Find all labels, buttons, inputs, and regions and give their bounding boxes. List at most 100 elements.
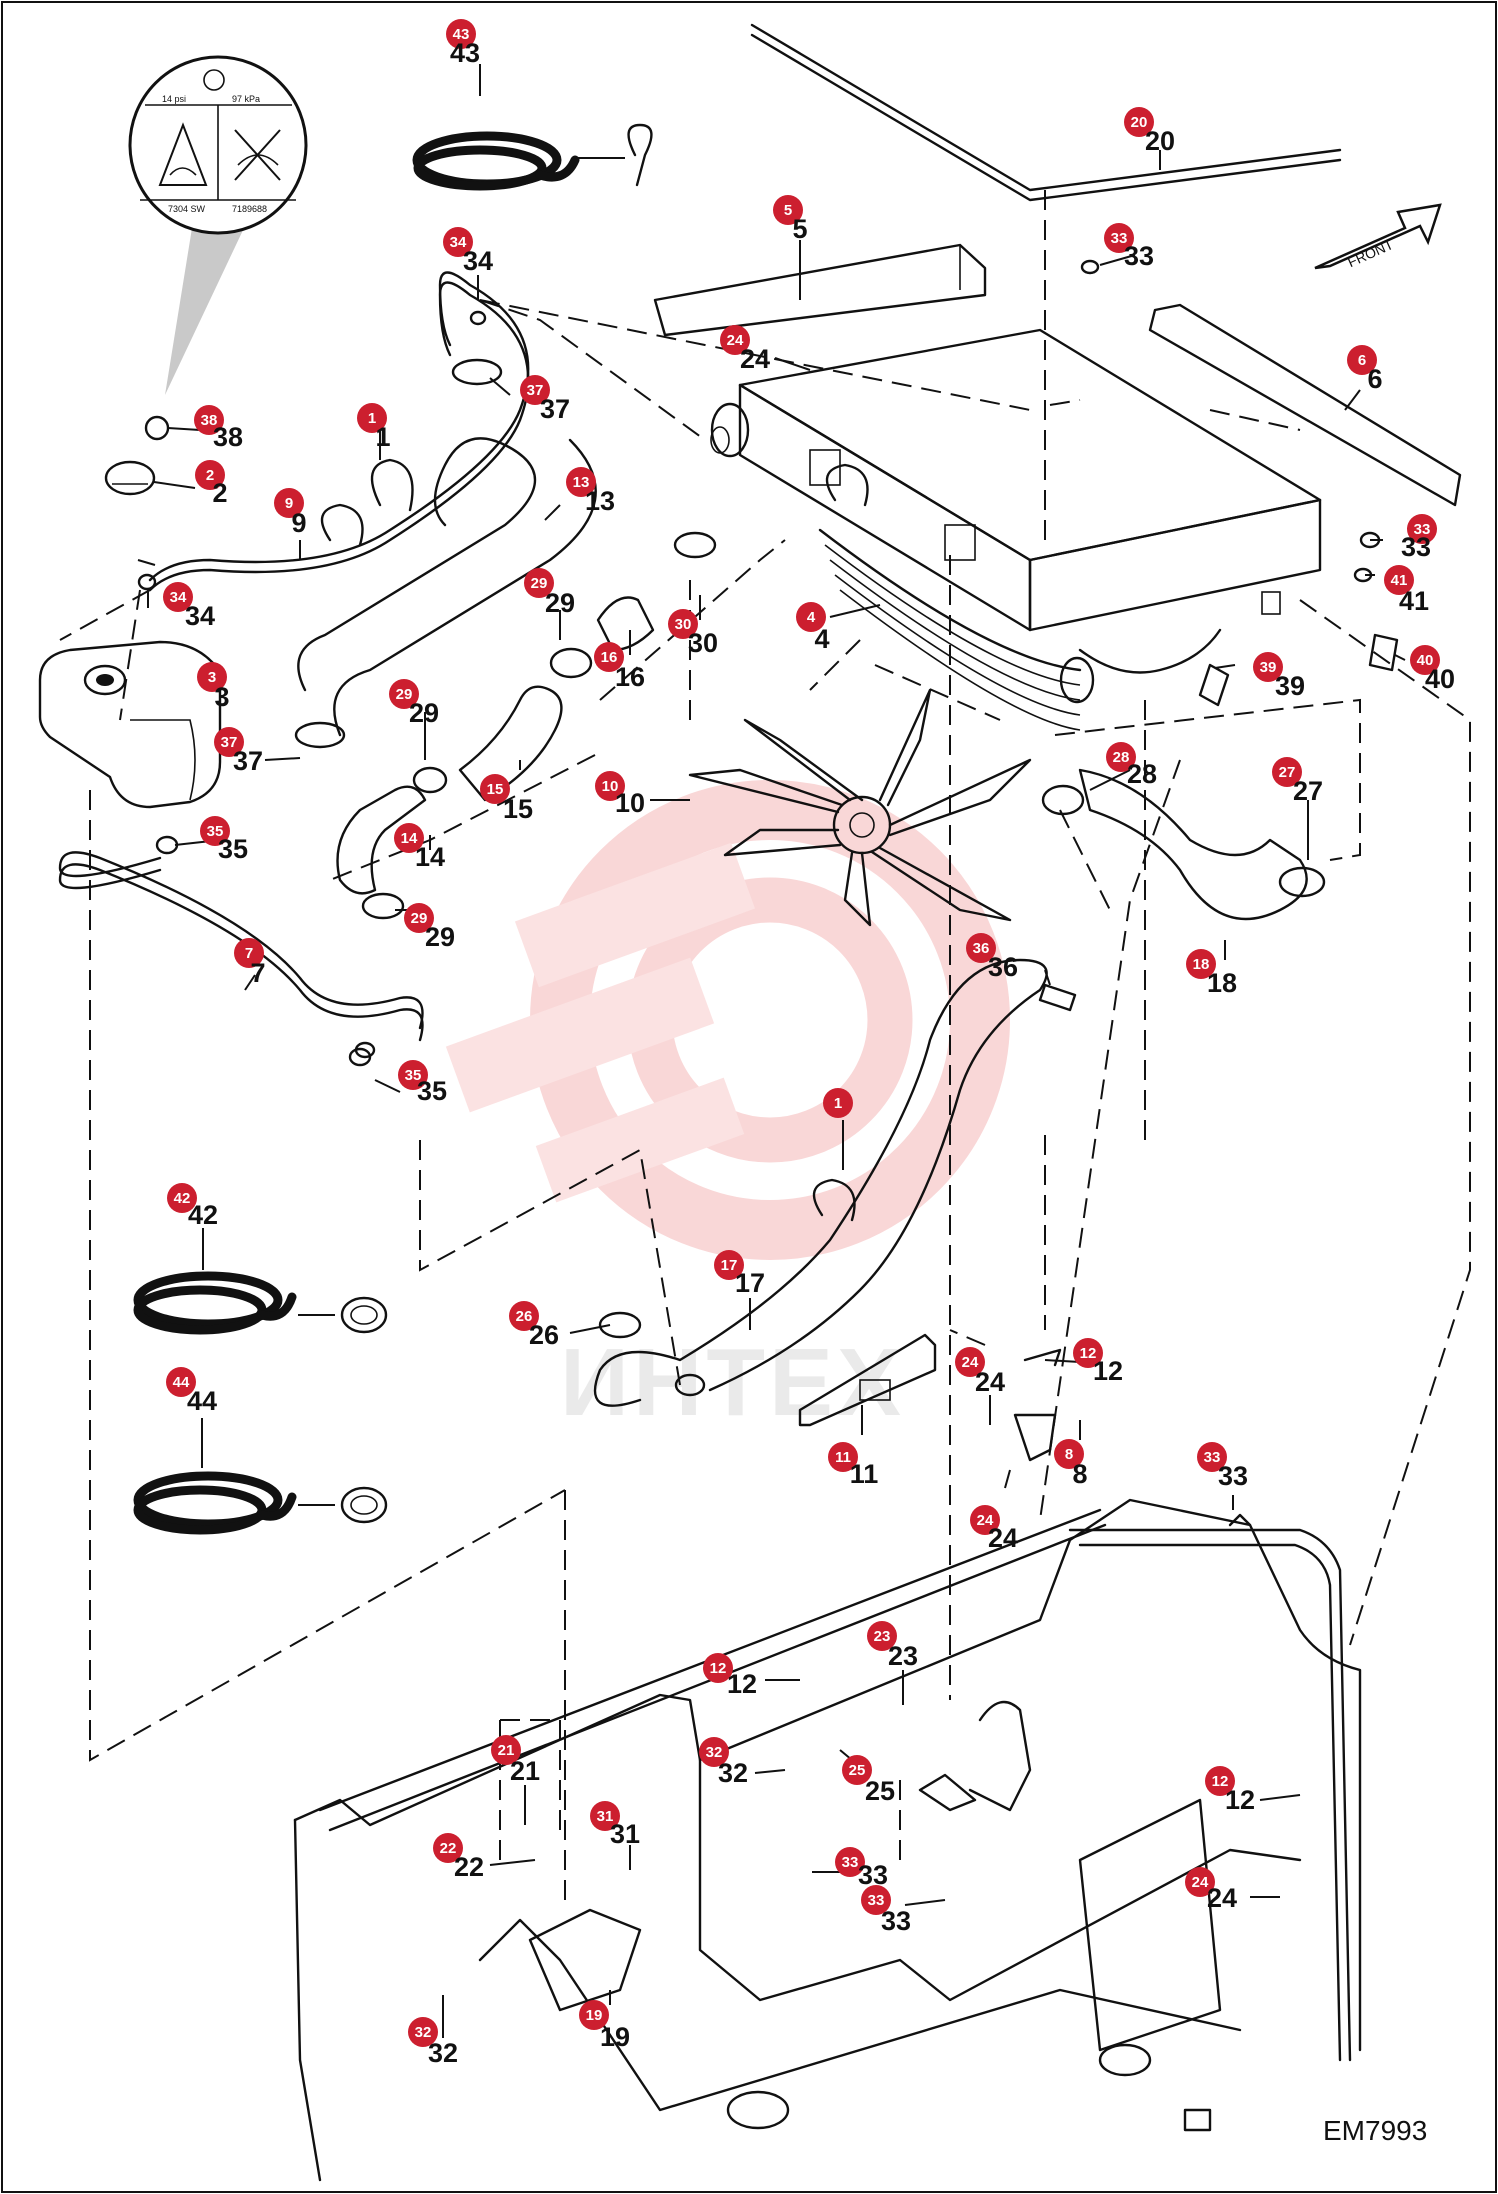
svg-text:39: 39: [1275, 671, 1305, 701]
callout-9[interactable]: 99: [274, 488, 307, 560]
svg-text:1: 1: [375, 422, 390, 452]
callout-2[interactable]: 22: [153, 460, 228, 508]
callout-1-top[interactable]: 11: [357, 403, 391, 460]
svg-text:33: 33: [1218, 1461, 1248, 1491]
svg-text:17: 17: [721, 1257, 738, 1274]
svg-text:10: 10: [602, 778, 619, 795]
svg-text:25: 25: [865, 1776, 895, 1806]
svg-text:24: 24: [962, 1354, 979, 1371]
svg-text:37: 37: [527, 382, 544, 399]
svg-text:11: 11: [850, 1459, 879, 1489]
svg-text:12: 12: [1080, 1345, 1097, 1362]
svg-text:31: 31: [597, 1808, 614, 1825]
svg-text:24: 24: [977, 1512, 994, 1529]
svg-text:28: 28: [1113, 749, 1130, 766]
svg-text:7: 7: [250, 958, 265, 988]
svg-text:33: 33: [1111, 230, 1128, 247]
callout-6[interactable]: 66: [1344, 345, 1383, 411]
callout-5[interactable]: 55: [773, 195, 808, 300]
svg-text:33: 33: [1124, 241, 1154, 271]
hose-14: [336, 785, 427, 895]
svg-text:33: 33: [858, 1860, 888, 1890]
svg-text:24: 24: [740, 344, 770, 374]
svg-text:9: 9: [285, 495, 293, 512]
svg-text:25: 25: [849, 1762, 866, 1779]
svg-text:34: 34: [185, 601, 215, 631]
svg-text:19: 19: [600, 2022, 630, 2052]
svg-text:9: 9: [291, 508, 306, 538]
clamps: [320, 358, 1326, 1339]
bracket-11: [798, 1333, 937, 1427]
hose-7: [58, 851, 424, 1042]
callout-4[interactable]: 44: [796, 602, 881, 654]
callout-1-mid[interactable]: 1: [823, 1088, 853, 1170]
svg-text:30: 30: [688, 628, 718, 658]
svg-text:29: 29: [531, 575, 548, 592]
fan-10: [688, 688, 1032, 927]
callout-3[interactable]: 33: [197, 662, 230, 712]
svg-text:40: 40: [1417, 652, 1434, 669]
assembly-lines: [59, 190, 1471, 1900]
bracket-8: [1013, 1348, 1062, 1462]
svg-text:2: 2: [212, 478, 227, 508]
svg-text:3: 3: [208, 669, 216, 686]
svg-text:32: 32: [428, 2038, 458, 2068]
svg-text:33: 33: [1401, 532, 1431, 562]
callout-7[interactable]: 77: [234, 938, 266, 991]
callout-8[interactable]: 88: [1054, 1420, 1088, 1489]
svg-text:24: 24: [1207, 1883, 1237, 1913]
svg-text:37: 37: [221, 734, 238, 751]
